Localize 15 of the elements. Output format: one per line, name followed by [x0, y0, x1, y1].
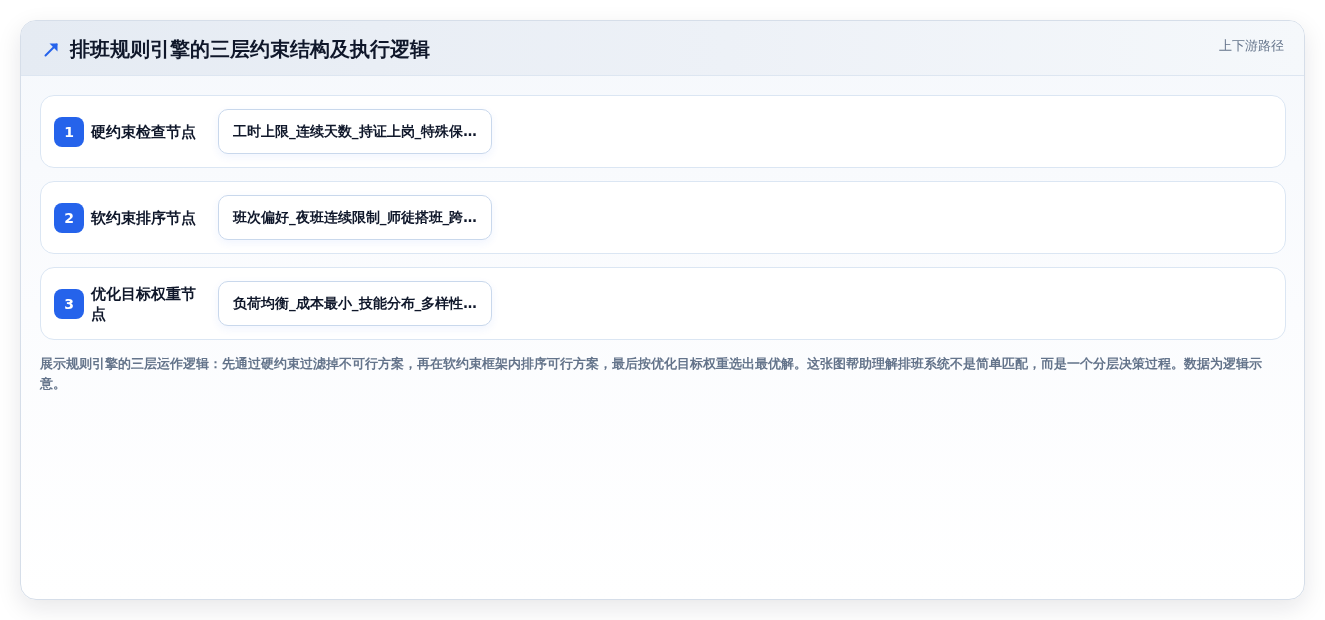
- tag-chip: 班次偏好_夜班连续限制_师徒搭班_跨…: [218, 195, 492, 240]
- row-card: [40, 95, 1286, 168]
- row-card: [40, 181, 1286, 254]
- number-badge: 3: [54, 289, 84, 319]
- row-card: [40, 267, 1286, 340]
- tag-chip: 工时上限_连续天数_持证上岗_特殊保…: [218, 109, 492, 154]
- number-badge: 2: [54, 203, 84, 233]
- tag-chip: 负荷均衡_成本最小_技能分布_多样性…: [218, 281, 492, 326]
- row-label: 软约束排序节点: [91, 207, 197, 228]
- row-label: 硬约束检查节点: [91, 121, 197, 142]
- diagram-title: 排班规则引擎的三层约束结构及执行逻辑: [70, 36, 430, 62]
- row-label: 优化目标权重节点: [91, 283, 197, 324]
- corner-note: 上下游路径: [1219, 37, 1284, 54]
- caption-text: 展示规则引擎的三层运作逻辑：先通过硬约束过滤掉不可行方案，再在软约束框架内排序可行方案，最后按优化目标权重选出最优解。这张图帮助理解排班系统不是简单匹配，而是一个分层决策过程。数据为逻辑示意。: [40, 355, 1263, 393]
- number-badge: 1: [54, 117, 84, 147]
